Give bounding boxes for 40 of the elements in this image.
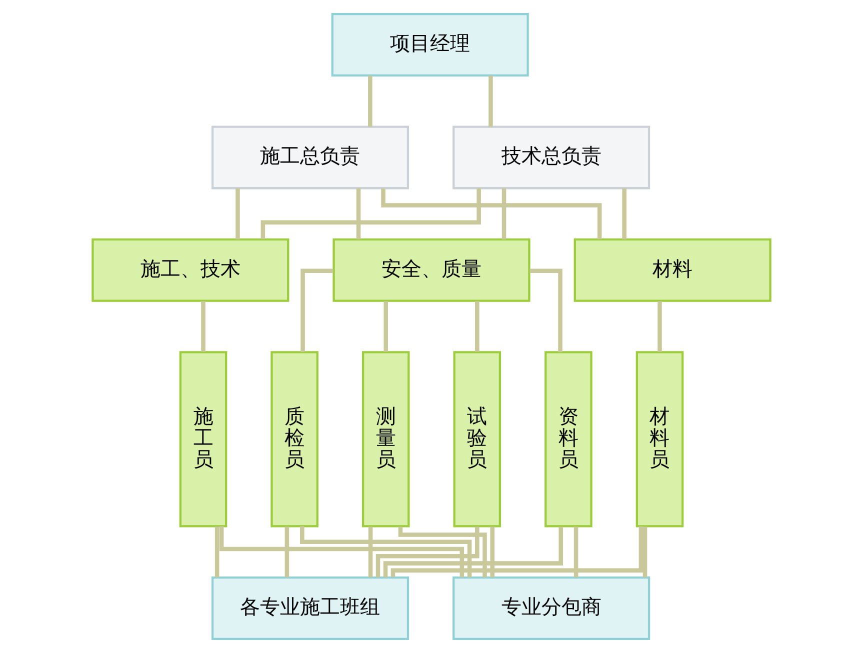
connector [368, 76, 372, 127]
connector [622, 188, 626, 240]
connector [490, 526, 494, 578]
connector [488, 76, 492, 127]
connector [380, 188, 602, 240]
node-box: 施工、技术 [91, 238, 289, 302]
node-box: 安全、质量 [332, 238, 530, 302]
connector [200, 301, 205, 352]
connector [218, 526, 464, 578]
connector [573, 526, 578, 578]
connector [383, 301, 388, 352]
node-box: 资料员 [544, 351, 592, 528]
node-box: 质检员 [270, 351, 318, 528]
connector [382, 526, 562, 578]
connector [529, 268, 562, 352]
connector [300, 526, 472, 578]
connector [398, 526, 486, 578]
connector [368, 526, 372, 578]
node-box: 各专业施工班组 [210, 576, 409, 640]
node-box: 施工员 [178, 351, 227, 528]
connector [214, 526, 219, 578]
connector [260, 188, 480, 240]
connector [356, 188, 360, 240]
node-box: 技术总负责 [452, 126, 650, 190]
connector [657, 301, 662, 352]
node-box: 施工总负责 [210, 126, 409, 190]
node-box: 材料员 [635, 351, 684, 528]
connector [300, 268, 333, 352]
connector [642, 526, 647, 578]
node-box: 试验员 [452, 351, 501, 528]
connector [235, 188, 240, 240]
connector [284, 526, 289, 578]
connector [474, 301, 479, 352]
connector [390, 526, 643, 578]
node-box: 测量员 [361, 351, 410, 528]
connector [501, 188, 506, 240]
node-box: 专业分包商 [452, 576, 650, 640]
connector [375, 526, 479, 578]
node-box: 材料 [573, 238, 771, 302]
node-box: 项目经理 [330, 13, 528, 76]
